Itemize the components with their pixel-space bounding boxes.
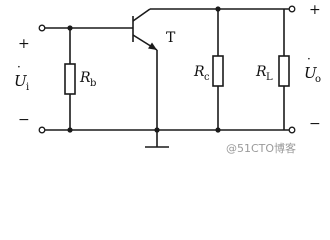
input-voltage-dot: ·	[17, 60, 21, 74]
rb-symbol: R	[79, 70, 91, 86]
junction-rc-top	[215, 6, 221, 12]
rc-resistor	[212, 55, 224, 87]
rb-resistor	[64, 63, 76, 95]
transistor-label: T	[166, 30, 176, 46]
junction-rb-top	[67, 25, 73, 31]
junction-emitter-bottom	[154, 127, 160, 133]
rl-resistor	[278, 55, 290, 87]
output-voltage-dot: ·	[307, 52, 311, 66]
rb-subscript: b	[90, 78, 96, 89]
circuit-schematic: + − + − T U · i R b R c R L U · o @51CTO…	[14, 2, 321, 155]
junction-rb-bottom	[67, 127, 73, 133]
input-terminal-top	[38, 24, 46, 32]
output-terminal-bottom	[288, 126, 296, 134]
input-voltage-symbol: U	[14, 72, 28, 90]
rl-subscript: L	[266, 72, 273, 83]
output-voltage-subscript: o	[315, 74, 321, 85]
rc-symbol: R	[193, 64, 205, 80]
input-terminal-bottom	[38, 126, 46, 134]
output-voltage-symbol: U	[304, 64, 318, 82]
rc-subscript: c	[204, 72, 210, 83]
watermark-text: @51CTO博客	[226, 141, 296, 155]
output-plus-label: +	[309, 2, 321, 18]
rl-symbol: R	[255, 64, 267, 80]
output-minus-label: −	[309, 116, 321, 132]
circuit-diagram: + − + − T U · i R b R c R L U · o @51CTO…	[14, 2, 322, 155]
output-terminal-top	[288, 5, 296, 13]
input-minus-label: −	[18, 112, 30, 128]
input-voltage-subscript: i	[26, 82, 29, 93]
emitter-arrow-icon	[148, 42, 157, 50]
input-plus-label: +	[18, 36, 30, 52]
transistor-collector-lead	[132, 8, 151, 22]
junction-rc-bottom	[215, 127, 221, 133]
